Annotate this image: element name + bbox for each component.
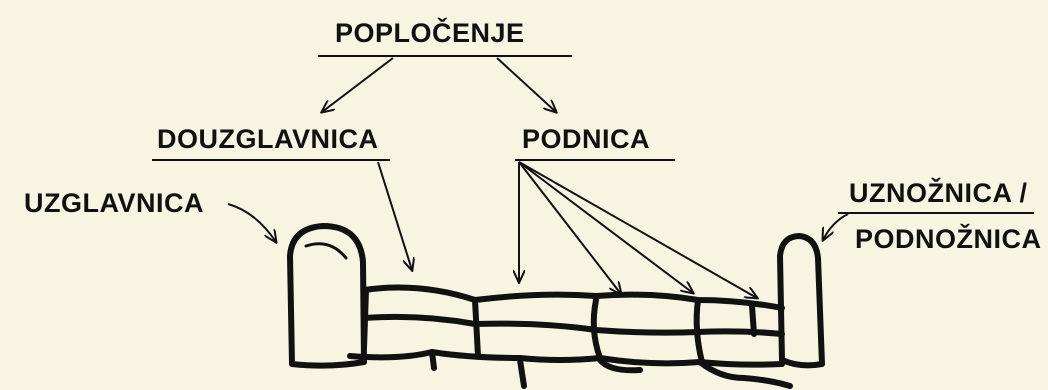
footstone-shape — [780, 236, 822, 365]
arrows — [228, 58, 848, 298]
headstone-shape — [290, 226, 364, 366]
arrow-podnica-4 — [519, 162, 757, 298]
label-poplocenje: POPLOČENJE — [335, 20, 525, 47]
arrow-uznoznica — [823, 214, 848, 240]
label-douzglavnica: DOUZGLAVNICA — [157, 126, 379, 153]
label-uznoznica: UZNOŽNICA / — [849, 180, 1027, 207]
arrow-root-to-douzglavnica — [322, 58, 393, 112]
arrow-root-to-podnica — [497, 58, 556, 112]
arrow-douzglavnica — [378, 162, 412, 270]
paving-slabs — [350, 288, 790, 386]
arrow-uzglavnica — [228, 204, 276, 242]
label-podnoznica: PODNOŽNICA — [855, 226, 1042, 253]
label-uzglavnica: UZGLAVNICA — [24, 190, 204, 217]
label-podnica: PODNICA — [522, 126, 650, 153]
